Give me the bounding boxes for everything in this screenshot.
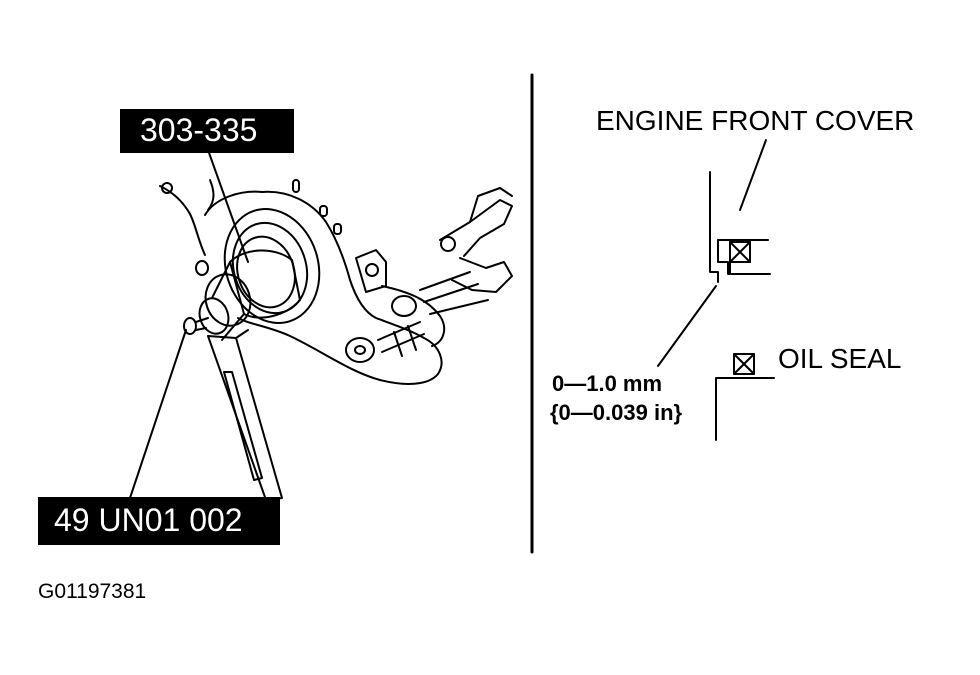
engine-front-cover-label: ENGINE FRONT COVER	[596, 105, 915, 136]
bracket-left	[207, 179, 215, 211]
cover-bore-face	[717, 239, 771, 275]
tool-label-49-un01-002: 49 UN01 002	[38, 497, 280, 545]
rod-assembly	[377, 321, 425, 357]
installer-bolt	[195, 317, 209, 331]
linkage-upper	[439, 199, 513, 257]
seal-symbol-installed	[729, 241, 751, 263]
holder-bar-edge	[235, 329, 249, 339]
bracket-bolt	[365, 263, 379, 277]
hose-upper-left	[159, 185, 206, 256]
oil-seal-label: OIL SEAL	[778, 343, 902, 374]
seal-symbol-reference	[733, 353, 755, 375]
cover-section-line	[709, 171, 719, 283]
holder-bar	[207, 335, 283, 501]
seal-reference-line	[715, 377, 775, 441]
bolt-small-top	[161, 182, 173, 194]
installer-nut	[198, 297, 230, 335]
pulley-lower	[345, 337, 375, 363]
tensioner-arm	[381, 285, 446, 347]
pulley-lower-hub	[354, 345, 366, 355]
linkage-lower	[451, 257, 513, 293]
clearance-metric: 0—1.0 mm	[552, 371, 663, 396]
front-cover-outline	[204, 190, 443, 385]
leader-clearance	[657, 285, 717, 367]
slot-1	[292, 179, 300, 193]
installer-body	[229, 249, 301, 319]
bolt-left	[195, 260, 209, 276]
leader-303-335	[207, 149, 249, 263]
slot-3	[333, 223, 342, 235]
holder-bar-slot	[223, 371, 263, 481]
tool-label-303-335: 303-335	[120, 109, 294, 153]
linkage-upper-2	[469, 187, 513, 223]
seal-symbol-installed-x2	[729, 241, 751, 263]
slot-2	[319, 205, 328, 217]
cover-boss-outer	[223, 208, 321, 324]
pulley-middle	[391, 295, 417, 317]
installer-collar	[204, 273, 252, 327]
installer-shaft	[211, 261, 245, 341]
installer-bolt-head	[183, 317, 197, 335]
linkage-rod	[419, 271, 489, 315]
leader-49un01002	[129, 329, 187, 499]
linkage-bolt	[440, 236, 456, 252]
seal-symbol-reference-x2	[733, 353, 755, 375]
figure-id: G01197381	[38, 580, 147, 603]
bracket-right	[355, 249, 387, 293]
clearance-imperial: {0—0.039 in}	[550, 400, 683, 425]
leader-front-cover	[739, 139, 767, 211]
